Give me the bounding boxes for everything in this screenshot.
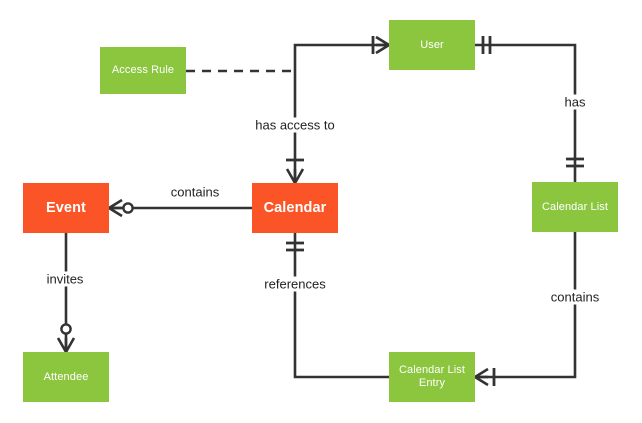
entity-calendar-list[interactable]: Calendar List [532, 182, 618, 232]
marker-user-right-one-and-only-one [481, 36, 492, 54]
entity-event[interactable]: Event [23, 183, 109, 233]
marker-calendar-top-one-or-many [285, 158, 305, 184]
entity-user[interactable]: User [389, 20, 475, 70]
marker-calendar-list-top-one-and-only-one [566, 157, 584, 168]
entity-calendar[interactable]: Calendar [252, 183, 338, 233]
edge-label-has: has [561, 94, 589, 110]
edge-has-access-to [293, 43, 389, 183]
entity-access-rule[interactable]: Access Rule [100, 47, 186, 94]
edge-contains-list-entry [475, 232, 577, 379]
marker-calendar-bottom-one-and-only-one [286, 241, 304, 252]
edge-references [293, 233, 389, 379]
edge-label-has-access-to: has access to [252, 117, 338, 133]
edge-label-contains-event-calendar: contains [167, 184, 223, 200]
entity-attendee[interactable]: Attendee [23, 352, 109, 402]
edge-label-references: references [261, 276, 329, 292]
marker-attendee-top-zero-or-many [56, 323, 76, 353]
edge-label-contains-list-entry: contains [547, 289, 603, 305]
edge-label-invites: invites [43, 271, 87, 287]
marker-event-right-zero-or-many [108, 198, 134, 218]
marker-calendar-list-entry-right-one-or-many [474, 367, 496, 387]
entity-calendar-list-entry[interactable]: Calendar List Entry [389, 352, 475, 402]
marker-user-left-one-or-many [371, 35, 390, 55]
edge-has [475, 43, 577, 182]
